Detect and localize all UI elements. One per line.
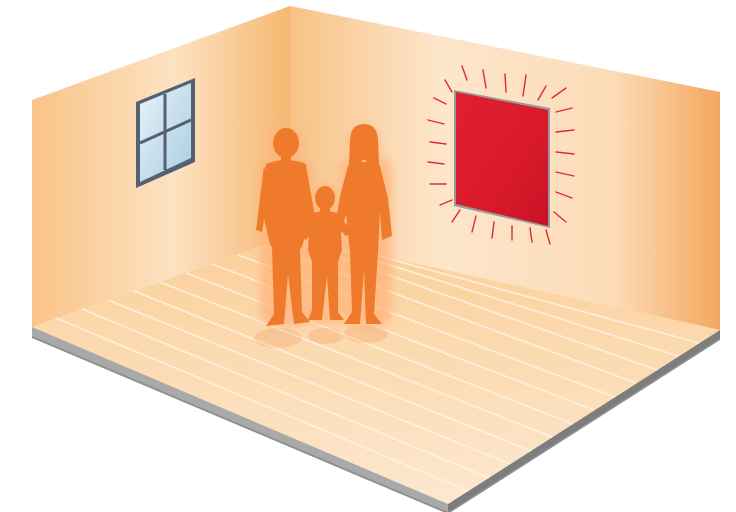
heating-panel-icon — [454, 90, 550, 228]
